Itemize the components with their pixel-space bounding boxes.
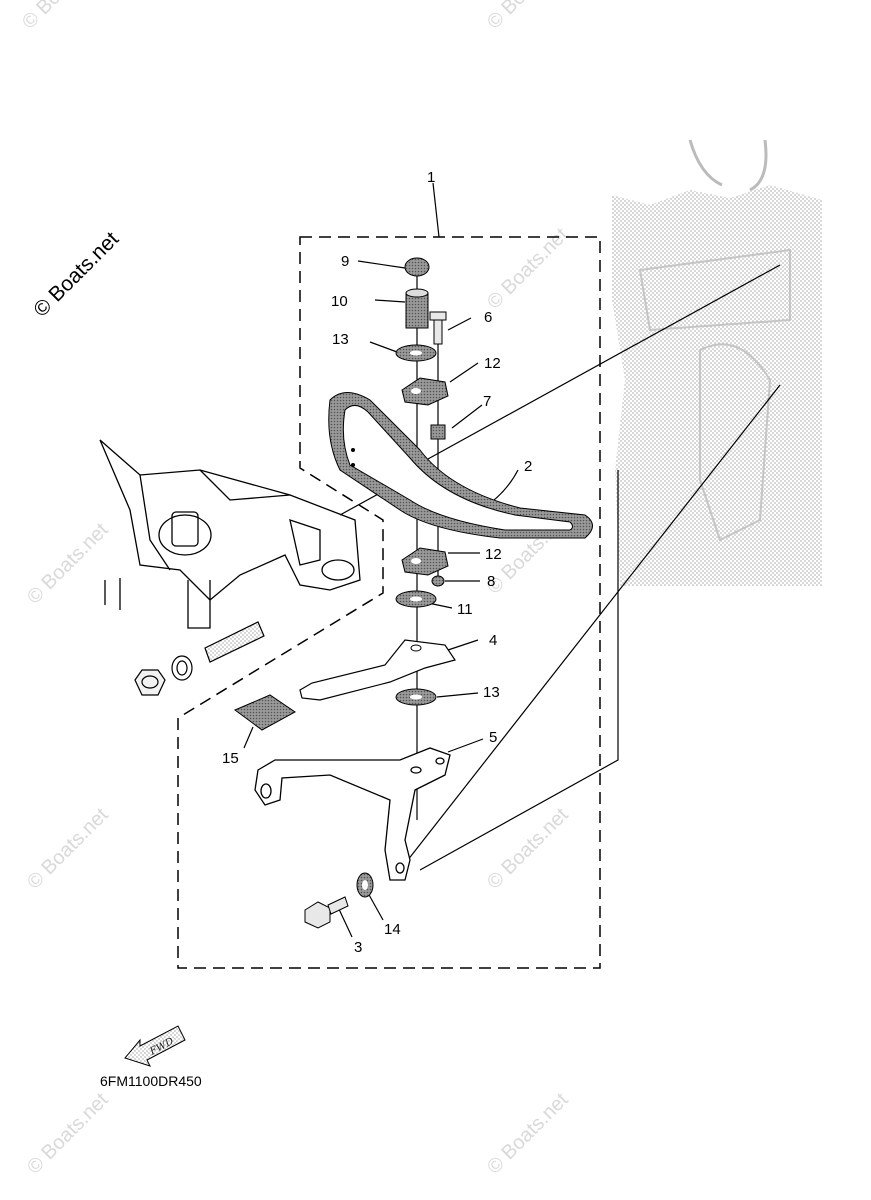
callout-13-lower: 13 bbox=[483, 684, 500, 701]
watermark-main: © Boats.net bbox=[29, 227, 123, 321]
callout-15: 15 bbox=[222, 750, 239, 767]
callout-5: 5 bbox=[489, 729, 497, 746]
watermark-right-3: © Boats.net bbox=[483, 1089, 573, 1179]
part-2-bracket bbox=[328, 392, 593, 539]
part-11-washer bbox=[395, 590, 437, 608]
callout-8: 8 bbox=[487, 573, 495, 590]
assembly-outline bbox=[177, 236, 601, 969]
gearcase bbox=[99, 439, 361, 629]
callout-13-upper: 13 bbox=[332, 331, 349, 348]
callout-4: 4 bbox=[489, 632, 497, 649]
part-12-plate-lower bbox=[401, 547, 449, 576]
part-15-pad bbox=[234, 694, 296, 731]
part-12-plate-upper bbox=[401, 377, 449, 406]
callout-11: 11 bbox=[457, 601, 473, 618]
fwd-arrow: FWD bbox=[124, 1025, 186, 1067]
part-10-collar bbox=[405, 288, 429, 329]
part-9-nut bbox=[404, 257, 430, 277]
part-13-washer-upper bbox=[395, 344, 437, 362]
diagram-code: 6FM1100DR450 bbox=[100, 1073, 202, 1089]
callout-14: 14 bbox=[384, 921, 401, 938]
part-6-bolt bbox=[429, 311, 447, 345]
callout-6: 6 bbox=[484, 309, 492, 326]
callout-labels: 1 2 3 4 5 6 7 8 9 10 11 12 12 13 13 14 1… bbox=[222, 169, 532, 956]
part-5-lever bbox=[254, 747, 451, 881]
watermark-right-2: © Boats.net bbox=[483, 804, 573, 894]
watermark-left-1: © Boats.net bbox=[23, 519, 113, 609]
part-8-nut bbox=[431, 575, 445, 587]
watermark-top-right: © Boats.net bbox=[483, 0, 573, 34]
callout-2: 2 bbox=[524, 458, 532, 475]
watermark-left-3: © Boats.net bbox=[23, 1089, 113, 1179]
callout-3: 3 bbox=[354, 939, 362, 956]
part-3-bolt bbox=[304, 896, 349, 929]
callout-12-lower: 12 bbox=[485, 546, 502, 563]
callout-1: 1 bbox=[427, 169, 435, 186]
callout-9: 9 bbox=[341, 253, 349, 270]
callout-7: 7 bbox=[483, 393, 491, 410]
watermark-top-left: © Boats.net bbox=[18, 0, 108, 34]
watermark-left-2: © Boats.net bbox=[23, 804, 113, 894]
engine-background bbox=[612, 139, 822, 586]
part-4-plate bbox=[299, 639, 456, 701]
callout-12-upper: 12 bbox=[484, 355, 501, 372]
part-13-washer-lower bbox=[395, 688, 437, 706]
part-7-collar bbox=[430, 424, 446, 440]
callout-10: 10 bbox=[331, 293, 348, 310]
part-14-washer bbox=[356, 872, 374, 898]
loose-parts-left bbox=[134, 621, 265, 696]
